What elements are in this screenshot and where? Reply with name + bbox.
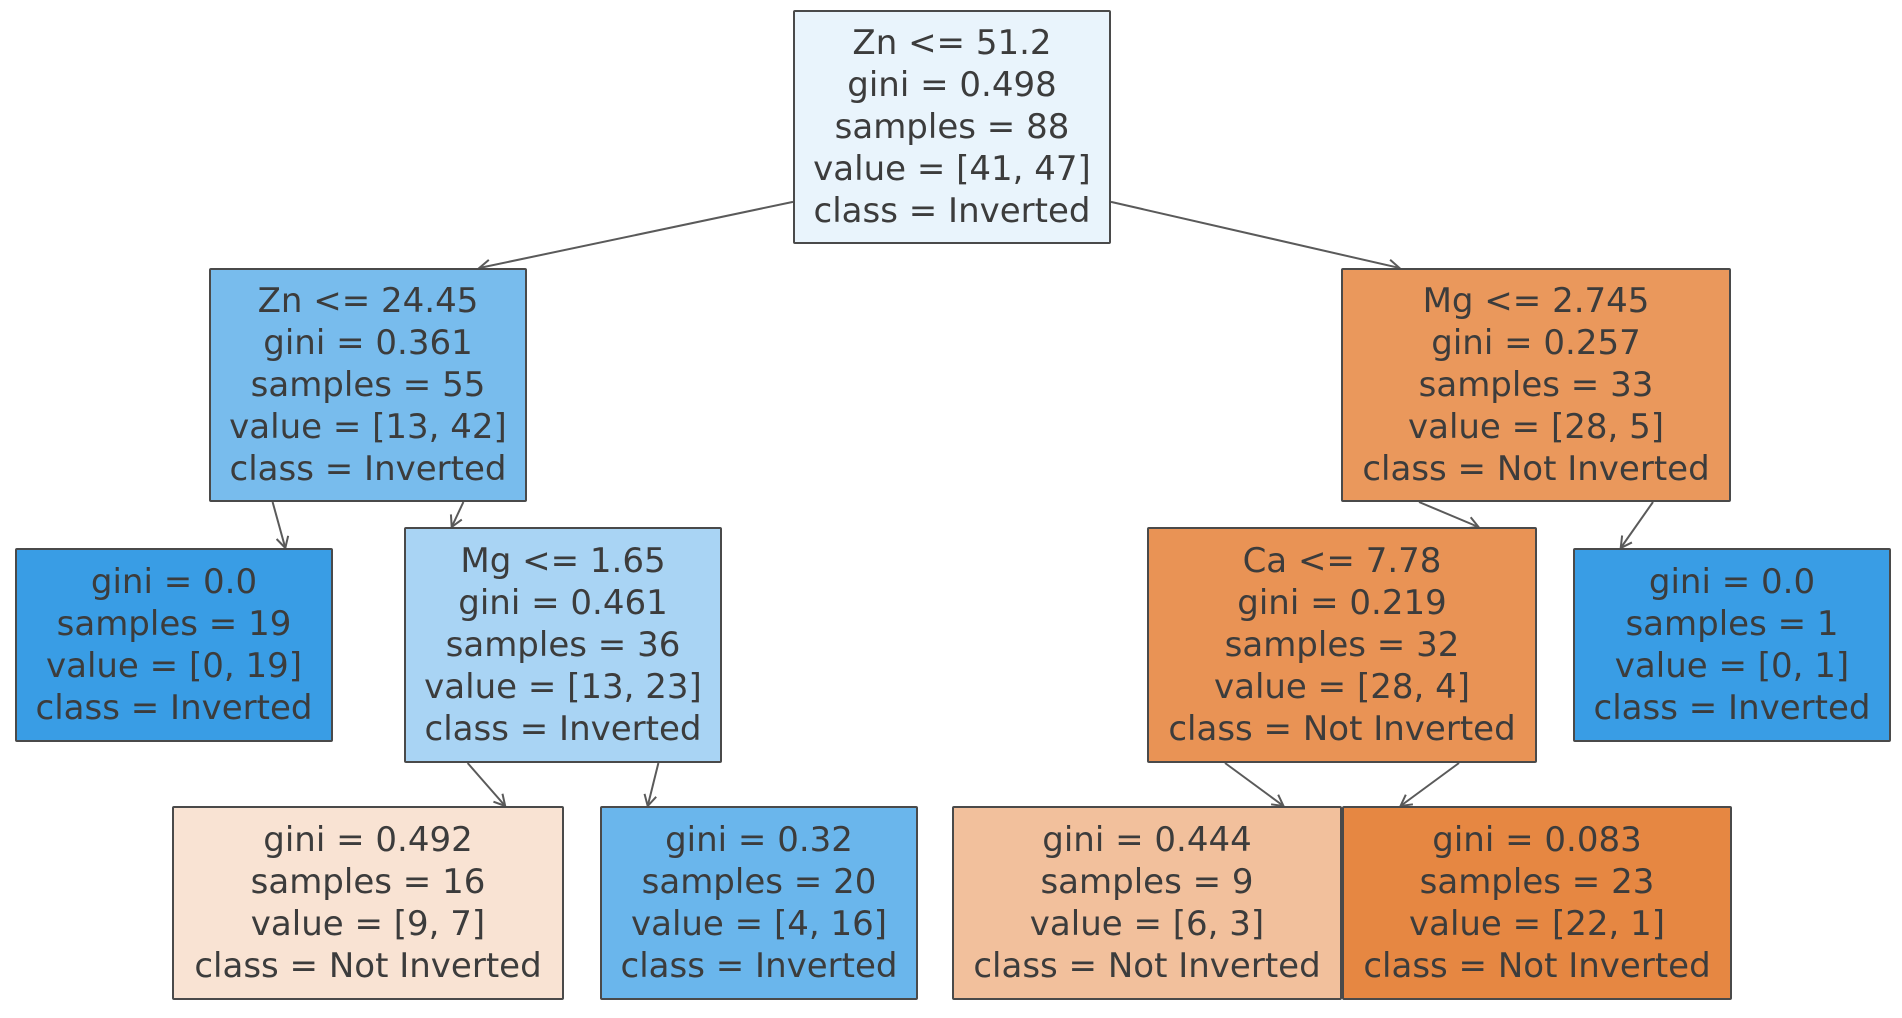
node-line: value = [28, 4] xyxy=(1213,667,1470,707)
node-line: gini = 0.461 xyxy=(458,583,668,623)
edge-right-to-rl xyxy=(1418,501,1479,527)
node-line: class = Not Inverted xyxy=(973,946,1321,986)
node-line: class = Not Inverted xyxy=(1363,946,1711,986)
node-line: samples = 36 xyxy=(445,625,681,665)
node-line: samples = 1 xyxy=(1625,604,1839,644)
node-line: samples = 9 xyxy=(1040,862,1254,902)
node-line: gini = 0.361 xyxy=(263,323,473,363)
node-line: samples = 16 xyxy=(250,862,486,902)
node-line: Mg <= 2.745 xyxy=(1422,281,1650,321)
node-line: class = Inverted xyxy=(229,449,507,489)
edge-rl-to-rlr xyxy=(1401,762,1460,806)
node-line: gini = 0.219 xyxy=(1237,583,1447,623)
node-line: Zn <= 51.2 xyxy=(852,23,1052,63)
node-line: gini = 0.498 xyxy=(847,65,1057,105)
node-line: value = [41, 47] xyxy=(813,149,1091,189)
node-line: value = [6, 3] xyxy=(1029,904,1265,944)
node-line: value = [13, 42] xyxy=(229,407,507,447)
node-line: class = Inverted xyxy=(813,191,1091,231)
edge-root-to-right xyxy=(1110,200,1400,268)
edge-root-to-left xyxy=(479,200,794,268)
node-line: value = [4, 16] xyxy=(630,904,887,944)
edge-left-to-ll xyxy=(271,501,286,548)
node-line: value = [22, 1] xyxy=(1408,904,1665,944)
node-line: class = Not Inverted xyxy=(1168,709,1516,749)
node-line: Zn <= 24.45 xyxy=(257,281,479,321)
node-line: class = Inverted xyxy=(35,688,313,728)
edge-lr-to-lrl xyxy=(466,762,506,806)
node-line: gini = 0.0 xyxy=(90,562,258,602)
node-line: value = [28, 5] xyxy=(1407,407,1664,447)
edge-right-to-rr xyxy=(1621,501,1654,548)
node-line: Mg <= 1.65 xyxy=(460,541,666,581)
node-line: class = Inverted xyxy=(1593,688,1871,728)
node-line: samples = 23 xyxy=(1419,862,1655,902)
node-line: samples = 32 xyxy=(1224,625,1460,665)
node-line: value = [0, 1] xyxy=(1614,646,1850,686)
node-line: gini = 0.32 xyxy=(665,820,853,860)
node-line: samples = 55 xyxy=(250,365,486,405)
node-line: samples = 19 xyxy=(56,604,292,644)
node-line: samples = 20 xyxy=(641,862,877,902)
node-line: samples = 33 xyxy=(1418,365,1654,405)
node-line: samples = 88 xyxy=(834,107,1070,147)
node-line: gini = 0.257 xyxy=(1431,323,1641,363)
node-line: class = Not Inverted xyxy=(1362,449,1710,489)
edge-lr-to-lrr xyxy=(648,762,660,806)
edge-left-to-lr xyxy=(452,501,465,527)
node-line: value = [13, 23] xyxy=(424,667,702,707)
node-line: value = [9, 7] xyxy=(250,904,486,944)
node-line: value = [0, 19] xyxy=(45,646,302,686)
node-line: gini = 0.083 xyxy=(1432,820,1642,860)
node-line: gini = 0.444 xyxy=(1042,820,1252,860)
node-line: class = Inverted xyxy=(620,946,898,986)
node-line: Ca <= 7.78 xyxy=(1242,541,1442,581)
node-line: gini = 0.492 xyxy=(263,820,473,860)
node-line: gini = 0.0 xyxy=(1648,562,1816,602)
node-line: class = Inverted xyxy=(424,709,702,749)
node-line: class = Not Inverted xyxy=(194,946,542,986)
edge-rl-to-rll xyxy=(1224,762,1284,806)
